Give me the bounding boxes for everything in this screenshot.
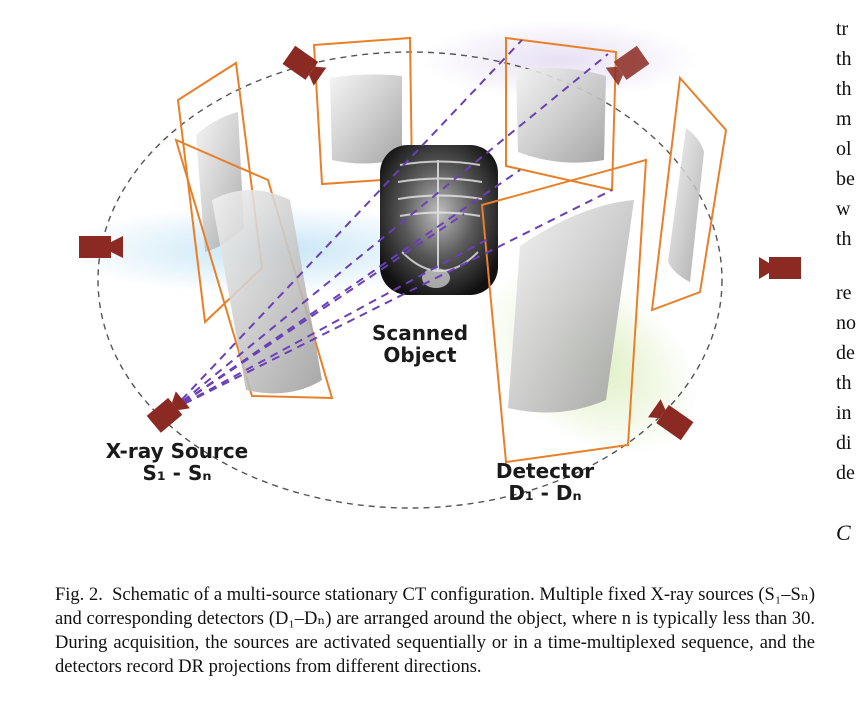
- side-fragment: de: [836, 342, 855, 364]
- detector-frame-front-right: [480, 158, 648, 464]
- x-ray-sources: [79, 45, 801, 441]
- x-ray-beam-fan: [171, 39, 613, 411]
- x-ray-source-label: X-ray Source S₁ - Sₙ: [92, 440, 262, 484]
- phantom-front-right: [508, 200, 634, 413]
- x-ray-source-label-line2: S₁ - Sₙ: [142, 461, 212, 485]
- side-fragment: th: [836, 228, 852, 250]
- scanned-object-torso: [380, 145, 498, 295]
- side-fragment: th: [836, 48, 852, 70]
- scanned-object-label-line1: Scanned: [371, 321, 469, 345]
- source-top-right: [605, 45, 650, 86]
- side-fragment: ol: [836, 138, 852, 160]
- ct-schematic-figure: Scanned Object X-ray Source S₁ - Sₙ Dete…: [60, 20, 801, 509]
- detector-label-line2: D₁ - Dₙ: [508, 481, 582, 505]
- source-top-left: [282, 45, 327, 86]
- side-fragment: de: [836, 462, 855, 484]
- side-fragment: di: [836, 432, 852, 454]
- side-fragment: be: [836, 168, 855, 190]
- x-ray-source-label-line1: X-ray Source: [105, 439, 249, 463]
- phantom-back-center: [330, 74, 402, 164]
- source-bottom-right: [648, 399, 694, 441]
- adjacent-column-fragments: tr th th m ol be w th re no de th in di …: [836, 14, 862, 548]
- scanned-object-label: Scanned Object: [360, 322, 480, 366]
- detector-frame-right: [650, 75, 728, 312]
- beam-glow-violet: [420, 20, 700, 100]
- detector-frame-front-left: [174, 138, 334, 400]
- phantom-right: [668, 128, 704, 282]
- detector-frame-back-right: [505, 36, 618, 192]
- side-fragment: in: [836, 402, 852, 424]
- ct-schematic-svg: [60, 20, 801, 509]
- source-bottom-left-active: [146, 391, 190, 433]
- side-fragment: th: [836, 78, 852, 100]
- figure-caption: Fig. 2. Schematic of a multi-source stat…: [55, 583, 815, 679]
- source-right: [759, 257, 801, 279]
- side-fragment: no: [836, 312, 856, 334]
- side-fragment: tr: [836, 18, 849, 40]
- paragraph-gap: [836, 254, 862, 278]
- scanned-object-label-line2: Object: [383, 343, 457, 367]
- side-fragment-heading: C: [836, 520, 851, 545]
- source-left: [79, 236, 123, 258]
- detector-label-line1: Detector: [495, 459, 595, 483]
- phantom-front-left: [212, 190, 322, 394]
- side-fragment: w: [836, 198, 851, 220]
- detector-label: Detector D₁ - Dₙ: [470, 460, 620, 504]
- side-fragment: th: [836, 372, 852, 394]
- phantom-back-right: [516, 68, 606, 163]
- figure-caption-prefix: Fig. 2.: [55, 585, 113, 605]
- side-fragment: re: [836, 282, 852, 304]
- side-fragment: m: [836, 108, 852, 130]
- figure-caption-text: Schematic of a multi-source stationary C…: [55, 585, 815, 677]
